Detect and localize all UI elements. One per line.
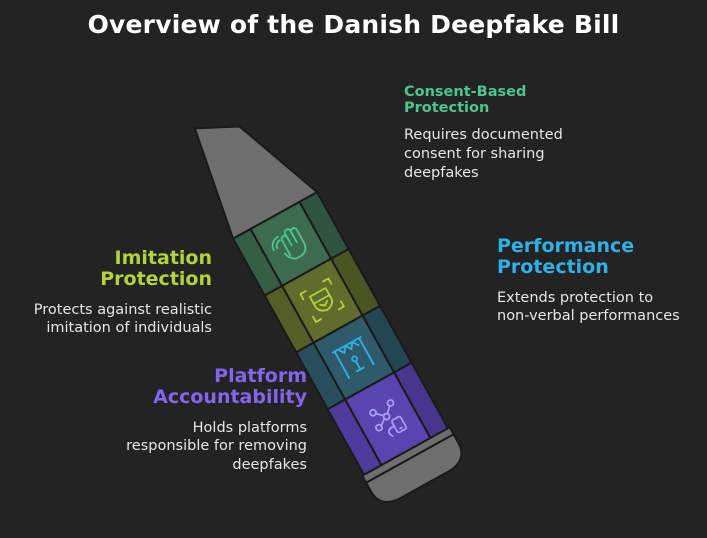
stage-microphone-icon xyxy=(331,336,375,379)
consent-heading: Consent-Based Protection xyxy=(404,84,527,117)
consent-description: Requires documented consent for sharing … xyxy=(404,127,563,182)
consent-block: Consent-Based Protection Requires docume… xyxy=(404,84,563,183)
pencil-eraser xyxy=(364,432,463,503)
platform-block: Platform Accountability Holds platforms … xyxy=(126,365,307,475)
hand-touch-icon xyxy=(271,227,307,260)
diagram-title: Overview of the Danish Deepfake Bill xyxy=(87,10,620,39)
imitation-description: Protects against realistic imitation of … xyxy=(33,301,212,337)
imitation-block: Imitation Protection Protects against re… xyxy=(33,247,212,338)
performance-block: Performance Protection Extends protectio… xyxy=(497,235,680,326)
platform-description: Holds platforms responsible for removing… xyxy=(126,419,307,474)
pencil-segment-performance xyxy=(294,304,413,411)
imitation-heading: Imitation Protection xyxy=(100,247,212,291)
performance-heading: Performance Protection xyxy=(497,235,635,279)
performance-description: Extends protection to non-verbal perform… xyxy=(497,289,680,325)
platform-heading: Platform Accountability xyxy=(153,365,307,409)
network-phone-icon xyxy=(369,399,407,437)
mask-scan-icon xyxy=(299,277,345,323)
